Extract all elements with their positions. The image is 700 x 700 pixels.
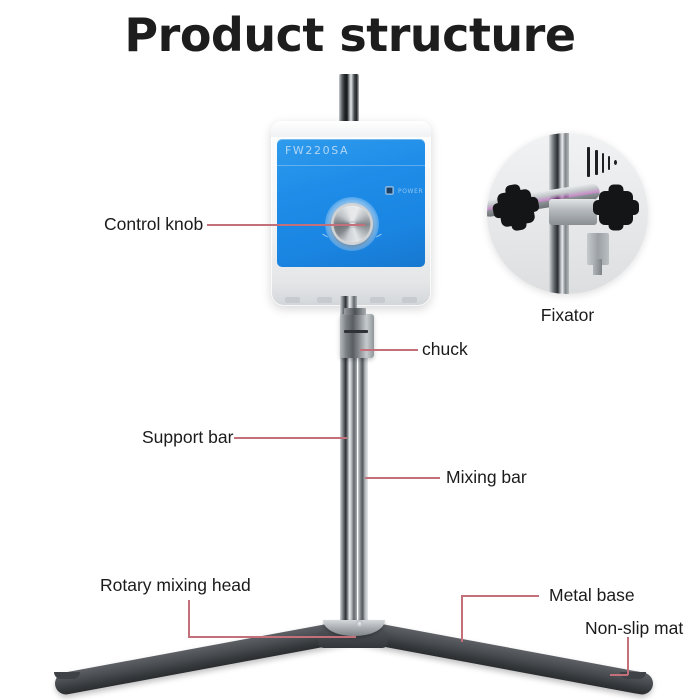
leader-non-slip-mat-horizontal (610, 674, 628, 676)
callout-label-non-slip-mat: Non-slip mat (585, 618, 684, 638)
fixator-inset-image (487, 133, 648, 294)
leader-chuck (360, 349, 418, 351)
fixator-caption: Fixator (540, 305, 595, 325)
mixing-bar-shaft (358, 352, 368, 630)
vent-dot (614, 160, 617, 165)
leader-control-knob (207, 224, 365, 226)
callout-label-chuck: chuck (422, 339, 468, 359)
housing-top-highlight (271, 121, 431, 137)
model-number-text: FW220SA (285, 144, 350, 157)
vent-slot (608, 156, 610, 170)
leader-support-bar (234, 437, 347, 439)
housing-foot (370, 297, 385, 303)
metal-base-hub (318, 630, 388, 648)
leader-metal-base-vertical (461, 595, 463, 642)
upper-pole (339, 74, 359, 126)
chuck-slot (344, 330, 368, 333)
power-indicator-light (385, 186, 394, 195)
callout-label-metal-base: Metal base (549, 585, 635, 605)
non-slip-mat-pad (620, 672, 646, 679)
fixator-lower-pin (593, 259, 602, 275)
control-faceplate: FW220SA POWER (277, 139, 425, 267)
fixator-clamp-knob-right (593, 191, 639, 225)
vent-slot (587, 147, 590, 177)
callout-label-support-bar: Support bar (142, 427, 234, 447)
housing-foot (317, 297, 332, 303)
housing-foot (285, 297, 300, 303)
fixator-collar (549, 199, 597, 225)
page-title: Product structure (124, 8, 576, 62)
vent-slot (595, 150, 598, 175)
chuck-collar (340, 308, 374, 358)
power-indicator-label: POWER (398, 188, 424, 195)
leader-rotary-head-horizontal (188, 636, 356, 638)
non-slip-mat-pad (54, 672, 80, 679)
chuck-top-notch (344, 308, 366, 315)
rotary-mixing-head-plate (323, 620, 385, 636)
housing-foot (402, 297, 417, 303)
leader-metal-base-horizontal (461, 595, 539, 597)
leader-mixing-bar (365, 477, 440, 479)
vent-slot (602, 153, 604, 173)
fixator-lower-stub (587, 233, 609, 265)
fixator-clamp-knob-left (496, 188, 536, 228)
callout-label-control-knob: Control knob (104, 214, 204, 234)
leader-non-slip-mat-vertical (627, 637, 629, 675)
support-bar-pole (340, 296, 357, 630)
rotary-mixing-head-bolt (356, 620, 363, 627)
faceplate-divider (277, 165, 425, 166)
callout-label-rotary-mixing-head: Rotary mixing head (100, 575, 251, 595)
leader-rotary-head-vertical (188, 600, 190, 637)
callout-label-mixing-bar: Mixing bar (446, 467, 527, 487)
metal-base-left-arm (53, 618, 363, 697)
